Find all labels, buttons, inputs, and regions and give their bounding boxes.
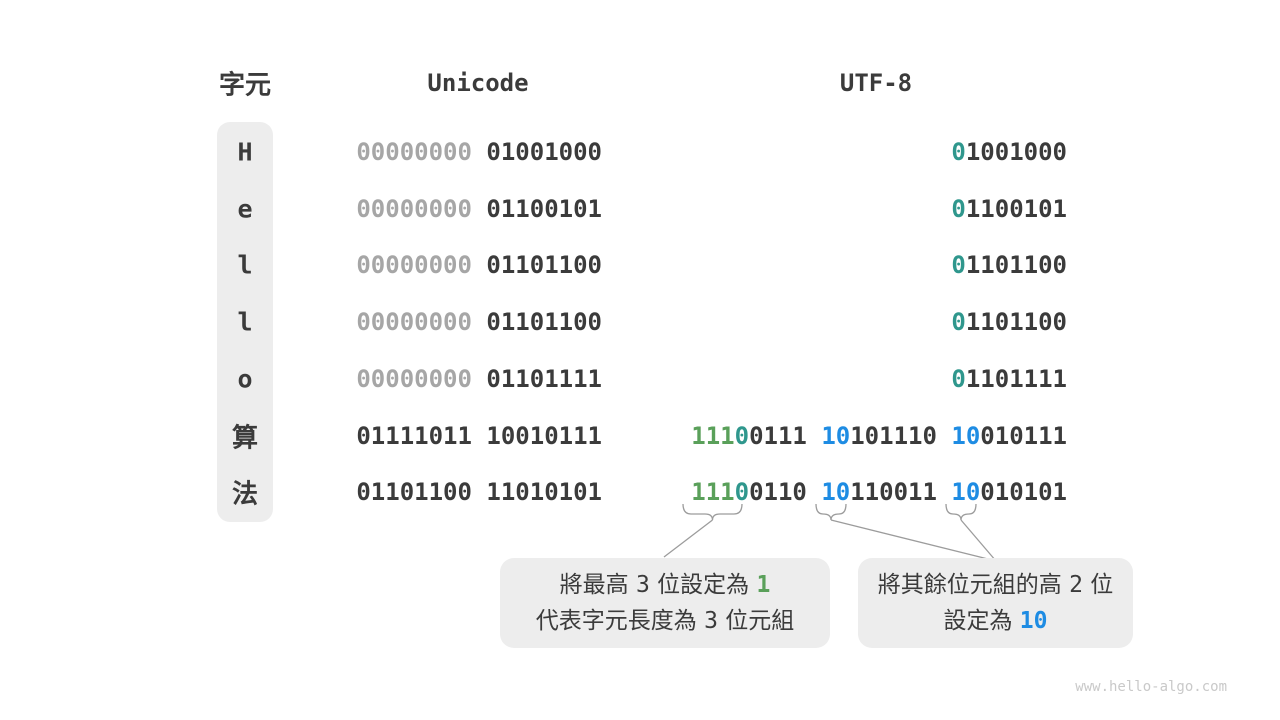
brace-under-1110 xyxy=(682,503,743,521)
line-to-callout-1 xyxy=(663,519,713,558)
column-header-utf8: UTF-8 xyxy=(839,69,913,97)
column-header-char: 字元 xyxy=(218,70,272,101)
unicode-value: 01101100 11010101 xyxy=(356,478,602,506)
char-cell: e xyxy=(237,194,253,224)
utf8-value: 11100111 10101110 10010111 xyxy=(691,422,1067,450)
watermark: www.hello-algo.com xyxy=(1075,679,1227,695)
utf8-value: 01101100 xyxy=(951,308,1067,336)
char-cell: o xyxy=(237,364,253,394)
brace-under-10-byte2 xyxy=(815,503,847,521)
char-cell: 算 xyxy=(231,423,259,454)
line-to-callout-2a xyxy=(830,519,997,562)
utf8-value: 01101100 xyxy=(951,251,1067,279)
unicode-value: 00000000 01101100 xyxy=(356,251,602,279)
unicode-value: 00000000 01101100 xyxy=(356,308,602,336)
column-header-unicode: Unicode xyxy=(427,69,529,97)
char-cell: 法 xyxy=(231,479,259,510)
utf8-value: 01001000 xyxy=(951,138,1067,166)
callout-text-line: 設定為 10 xyxy=(943,607,1048,634)
utf8-value: 11100110 10110011 10010101 xyxy=(691,478,1067,506)
line-to-callout-2b xyxy=(960,519,997,562)
callout-box-high-bits: 將最高 3 位設定為 1 代表字元長度為 3 位元組 xyxy=(500,558,830,648)
callout-text-line: 代表字元長度為 3 位元組 xyxy=(535,607,795,634)
utf8-value: 01100101 xyxy=(951,195,1067,223)
callout-box-continuation-bits: 將其餘位元組的高 2 位設定為 10 xyxy=(858,558,1133,648)
char-cell: l xyxy=(237,307,253,337)
unicode-value: 00000000 01101111 xyxy=(356,365,602,393)
char-column-background xyxy=(217,122,273,522)
unicode-value: 00000000 01001000 xyxy=(356,138,602,166)
char-cell: H xyxy=(237,137,253,167)
callout-text-line: 將最高 3 位設定為 1 xyxy=(559,571,771,598)
unicode-value: 00000000 01100101 xyxy=(356,195,602,223)
utf8-value: 01101111 xyxy=(951,365,1067,393)
char-cell: l xyxy=(237,250,253,280)
unicode-value: 01111011 10010111 xyxy=(356,422,602,450)
brace-under-10-byte3 xyxy=(945,503,977,521)
callout-text-line: 將其餘位元組的高 2 位 xyxy=(877,571,1114,598)
